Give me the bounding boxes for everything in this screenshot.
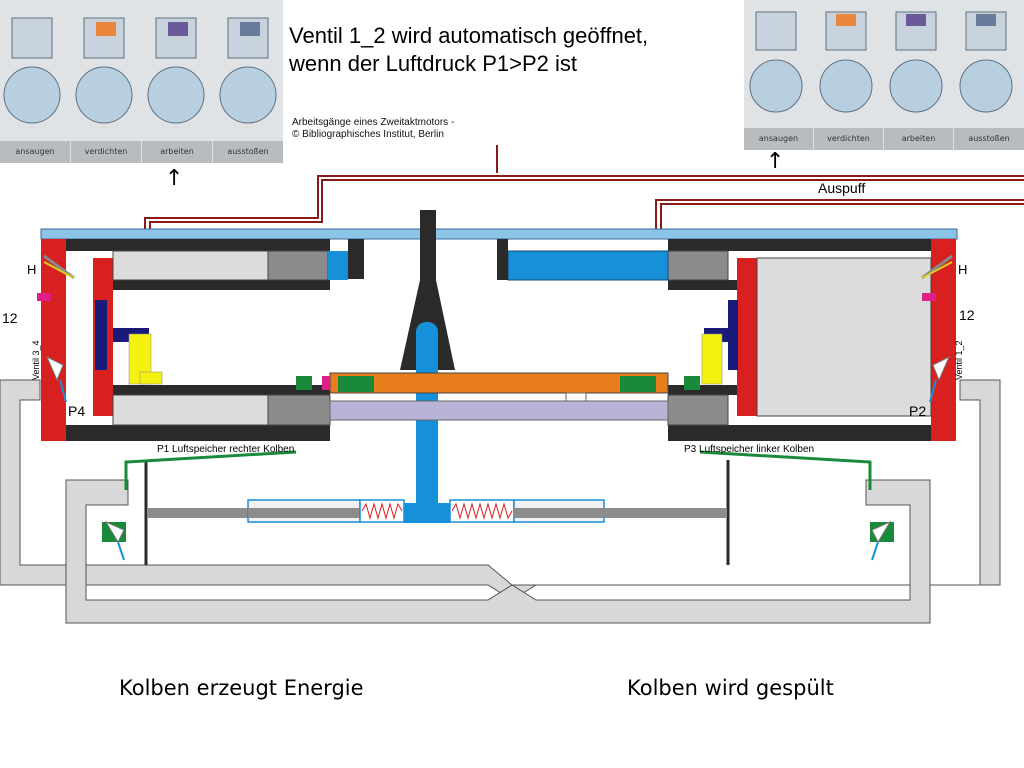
- connecting-rod: [296, 372, 700, 421]
- left-cylinder: [37, 239, 348, 441]
- credit-line-1: Arbeitsgänge eines Zweitaktmotors -: [292, 117, 455, 128]
- stroke-label-verdichten-r: verdichten: [814, 128, 883, 150]
- stroke-label-verdichten: verdichten: [71, 141, 141, 163]
- title-line-2: wenn der Luftdruck P1>P2 ist: [289, 51, 577, 76]
- air-ducts: [0, 379, 1001, 624]
- image-credit: Arbeitsgänge eines Zweitaktmotors - © Bi…: [292, 117, 454, 141]
- p4-label: P4: [68, 403, 85, 419]
- stroke-label-ausstossen: ausstoßen: [213, 141, 283, 163]
- stroke-label-ansaugen-r: ansaugen: [744, 128, 813, 150]
- caption-left: Kolben erzeugt Energie: [119, 676, 364, 700]
- lower-valves: [102, 520, 894, 561]
- auspuff-label: Auspuff: [818, 180, 865, 196]
- p1-store-label: P1 Luftspeicher rechter Kolben: [157, 444, 294, 455]
- credit-line-2: © Bibliographisches Institut, Berlin: [292, 129, 444, 140]
- top-blue-bar: [40, 228, 958, 240]
- engine-stroke-illustrations: [3, 17, 277, 124]
- crank-assembly: [348, 210, 508, 523]
- diagram-title: Ventil 1_2 wird automatisch geöffnet, we…: [289, 22, 648, 78]
- h-label-left: H: [27, 262, 36, 277]
- twelve-label-left: 12: [2, 310, 18, 326]
- stroke-images-right: ansaugen verdichten arbeiten ausstoßen: [744, 0, 1024, 150]
- stroke-label-arbeiten-r: arbeiten: [884, 128, 953, 150]
- ventil-1-2-label: Ventil 1_2: [954, 340, 964, 380]
- stroke-label-arbeiten: arbeiten: [142, 141, 212, 163]
- p2-label: P2: [909, 403, 926, 419]
- exhaust-pipes: [144, 145, 1024, 229]
- p3-store-label: P3 Luftspeicher linker Kolben: [684, 444, 814, 455]
- stroke-label-ansaugen: ansaugen: [0, 141, 70, 163]
- engine-stroke-illustrations-right: [749, 11, 1013, 113]
- stroke-label-ausstossen-r: ausstoßen: [954, 128, 1024, 150]
- air-storage-lines: [124, 450, 872, 490]
- twelve-label-right: 12: [959, 307, 975, 323]
- ventil-3-4-label: Ventil 3_4: [31, 340, 41, 380]
- spring-assembly: [144, 460, 730, 565]
- title-line-1: Ventil 1_2 wird automatisch geöffnet,: [289, 23, 649, 48]
- caption-right: Kolben wird gespült: [627, 676, 834, 700]
- up-arrow-icon-left: ↑: [165, 166, 184, 191]
- up-arrow-icon-right: ↑: [766, 149, 785, 174]
- stroke-images-left: ansaugen verdichten arbeiten ausstoßen: [0, 0, 283, 163]
- h-label-right: H: [958, 262, 967, 277]
- right-cylinder: [507, 239, 956, 441]
